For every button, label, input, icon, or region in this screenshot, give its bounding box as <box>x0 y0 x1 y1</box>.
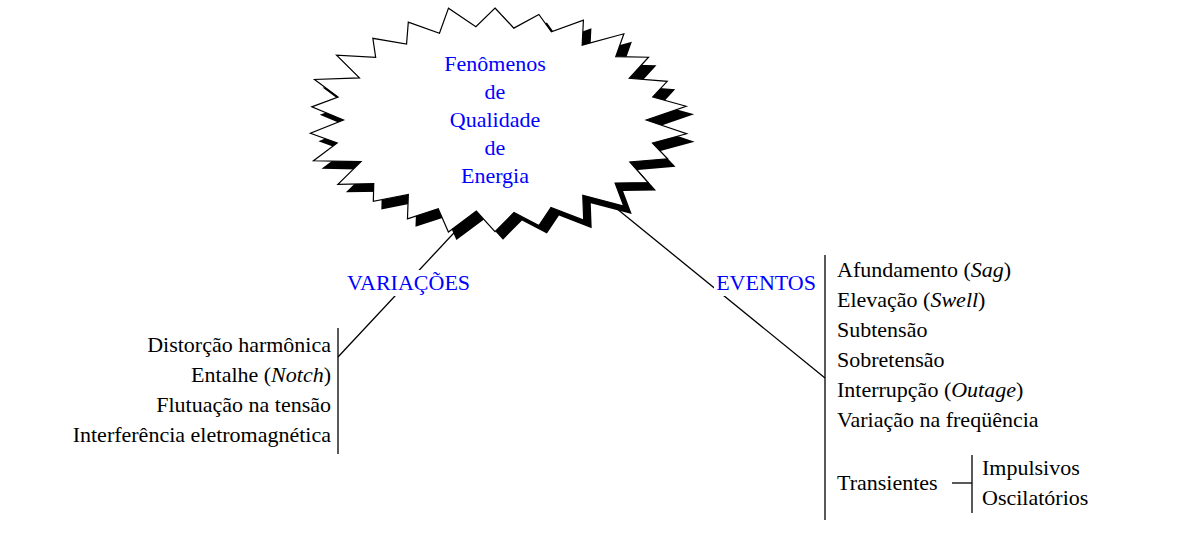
list-item: Variação na freqüência <box>835 407 1041 433</box>
list-item: Distorção harmônica <box>145 332 333 358</box>
list-item: Interrupção (Outage) <box>835 377 1025 403</box>
list-item: Elevação (Swell) <box>835 287 987 313</box>
list-item: Interferência eletromagnética <box>71 422 333 448</box>
list-item: Transientes <box>835 470 940 496</box>
node-title: Fenômenos de Qualidade de Energia <box>444 50 545 191</box>
list-bar <box>971 455 972 513</box>
starburst-outline <box>310 8 686 232</box>
list-bar <box>337 328 338 454</box>
list-item: Subtensão <box>835 317 929 343</box>
list-item: Flutuação na tensão <box>154 392 333 418</box>
group-heading: EVENTOS <box>714 270 818 296</box>
list-item: Oscilatórios <box>980 485 1090 511</box>
list-item: Sobretensão <box>835 347 947 373</box>
group-heading: VARIAÇÕES <box>345 270 472 296</box>
list-bar <box>824 255 825 520</box>
sub-branch-line <box>952 482 972 483</box>
list-item: Entalhe (Notch) <box>189 362 333 388</box>
starburst-node: Fenômenos de Qualidade de Energia <box>300 2 690 238</box>
list-item: Impulsivos <box>980 455 1082 481</box>
list-item: Afundamento (Sag) <box>835 257 1013 283</box>
branch-line <box>600 195 825 378</box>
